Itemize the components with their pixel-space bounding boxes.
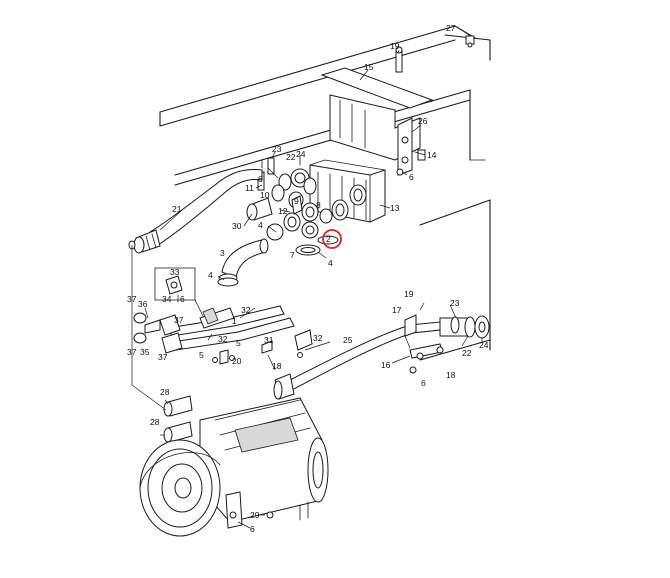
- callout-23-upper: 23: [272, 144, 282, 154]
- callout-13: 13: [390, 203, 400, 213]
- callout-1: 1: [232, 316, 237, 326]
- callout-20: 20: [232, 356, 242, 366]
- callout-19: 19: [390, 41, 400, 51]
- callout-33: 33: [170, 267, 180, 277]
- callout-37-mid: 37: [174, 315, 184, 325]
- bracket-assembly: [320, 35, 475, 176]
- callout-24-upper: 24: [296, 149, 306, 159]
- callout-26: 26: [418, 116, 428, 126]
- callout-28-lower: 28: [150, 417, 160, 427]
- pipe-long-right: [273, 314, 490, 400]
- callout-36: 36: [138, 299, 148, 309]
- callout-6-bottom: 6: [250, 524, 255, 534]
- callout-25: 25: [343, 335, 353, 345]
- callout-27: 27: [446, 23, 456, 33]
- callout-18-right: 18: [446, 370, 456, 380]
- callout-35: 35: [140, 347, 150, 357]
- callout-4-upper: 4: [258, 220, 263, 230]
- callout-23-lower: 23: [450, 298, 460, 308]
- callout-16: 16: [381, 360, 391, 370]
- callout-2: 2: [326, 234, 331, 244]
- short-hoses: [163, 395, 193, 443]
- callout-6-lower: 6: [421, 378, 426, 388]
- callout-18-left: 18: [272, 361, 282, 371]
- callout-9: 9: [294, 196, 299, 206]
- callout-5-right: 5: [236, 338, 241, 348]
- callout-24-lower: 24: [479, 340, 489, 350]
- callout-15: 15: [364, 62, 374, 72]
- callout-32-lower: 32: [218, 334, 228, 344]
- callout-34: 34: [162, 294, 172, 304]
- callout-29: 29: [250, 510, 260, 520]
- chassis-frame: [159, 25, 491, 361]
- callout-28-upper: 28: [160, 387, 170, 397]
- hose-long-upper: [128, 169, 263, 254]
- callout-32-upper: 32: [241, 305, 251, 315]
- callout-37-top: 37: [127, 294, 137, 304]
- callout-4-left: 4: [208, 270, 213, 280]
- hose-elbow: [217, 238, 269, 287]
- callout-10: 10: [260, 190, 270, 200]
- callout-37-left: 37: [127, 347, 137, 357]
- callout-6: 6: [409, 172, 414, 182]
- callout-6-detail: 6: [180, 294, 185, 304]
- callout-8: 8: [316, 200, 321, 210]
- callout-31: 31: [264, 335, 274, 345]
- callout-32-right: 32: [313, 333, 323, 343]
- callout-14: 14: [427, 150, 437, 160]
- callout-11: 11: [245, 183, 254, 193]
- lower-pipe-assembly: [133, 305, 313, 365]
- callout-5-left: 5: [199, 350, 204, 360]
- callout-22-lower: 22: [462, 348, 472, 358]
- callout-17: 17: [392, 305, 402, 315]
- callout-37-bottom: 37: [158, 352, 168, 362]
- callout-19-lower: 19: [404, 289, 414, 299]
- callout-30: 30: [232, 221, 242, 231]
- oil-cooler: [309, 159, 386, 223]
- callout-21: 21: [172, 204, 182, 214]
- callout-12: 12: [278, 206, 288, 216]
- callout-labels: 27 19 15 26 14 6 13 27 23 22 24 11 10 6 …: [127, 23, 489, 534]
- callout-3: 3: [220, 248, 225, 258]
- pump-housing: [139, 397, 329, 537]
- callout-7: 7: [290, 250, 295, 260]
- callout-6-upper: 6: [258, 174, 263, 184]
- highlight-circle: [322, 229, 342, 249]
- callout-22-upper: 22: [286, 152, 296, 162]
- leader-lines: [131, 29, 483, 529]
- callout-4-right: 4: [328, 258, 333, 268]
